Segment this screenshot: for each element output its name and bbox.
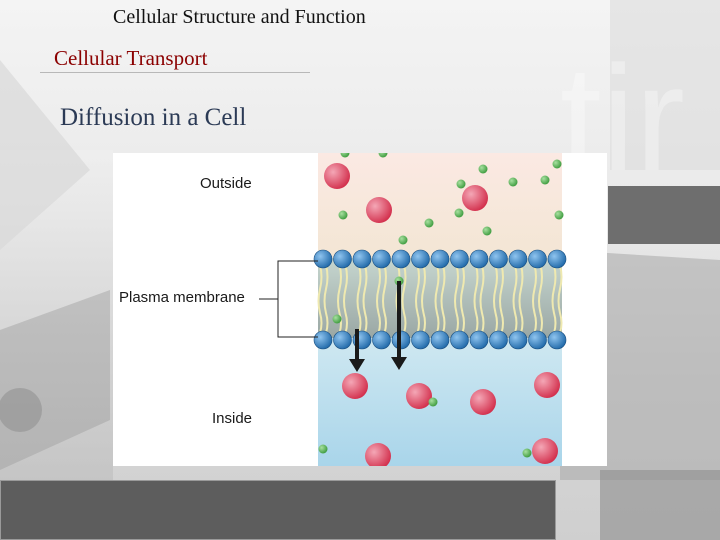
outside-label: Outside	[200, 175, 252, 192]
phospholipid-tail	[434, 264, 440, 334]
phospholipid-head-bottom	[450, 330, 469, 350]
small-molecule	[332, 314, 342, 324]
phospholipid-tail	[337, 264, 342, 334]
phospholipid-head-top	[333, 249, 352, 269]
phospholipid-head-top	[352, 249, 372, 269]
phospholipid-head-bottom	[411, 330, 430, 350]
diffusion-figure: Outside Plasma membrane Inside	[113, 153, 607, 466]
small-molecule	[554, 210, 564, 220]
phospholipid-tail	[479, 264, 485, 334]
phospholipid-head-bottom	[313, 330, 333, 350]
small-molecule	[428, 397, 438, 407]
phospholipid-tail	[382, 264, 387, 334]
small-molecule	[454, 208, 464, 218]
phospholipid-head-top	[411, 249, 430, 269]
section-title: Cellular Transport	[54, 46, 208, 70]
phospholipid-head-top	[547, 249, 567, 269]
phospholipid-tail	[415, 264, 420, 334]
phospholipid-head-bottom	[333, 330, 352, 350]
phospholipid-head-bottom	[528, 330, 547, 350]
phospholipid-tail	[323, 264, 329, 334]
phospholipid-head-bottom	[372, 330, 391, 350]
small-molecule	[482, 226, 492, 236]
phospholipid-tail	[512, 264, 518, 334]
phospholipid-heads	[313, 249, 567, 350]
outside-fluid	[318, 153, 562, 258]
small-molecule	[456, 179, 466, 189]
phospholipid-tail	[538, 264, 543, 334]
phospholipid-tails	[317, 264, 563, 334]
small-molecule	[478, 164, 488, 174]
small-molecule	[508, 177, 518, 187]
phospholipid-tail	[460, 264, 465, 334]
phospholipid-head-top	[430, 249, 450, 269]
small-molecule	[522, 448, 532, 458]
phospholipid-tail	[493, 264, 498, 334]
large-molecule	[366, 197, 392, 223]
phospholipid-head-top	[469, 249, 489, 269]
large-molecule	[324, 163, 350, 189]
phospholipid-head-bottom	[508, 330, 528, 350]
diffusion-arrowhead-right	[391, 357, 407, 370]
phospholipid-tail	[473, 264, 479, 334]
phospholipid-tail	[440, 264, 446, 334]
phospholipid-tail	[421, 264, 426, 334]
small-molecule	[424, 218, 434, 228]
phospholipid-head-top	[528, 249, 547, 269]
plasma-membrane-label: Plasma membrane	[119, 289, 245, 306]
membrane-core	[318, 258, 562, 338]
side-decoration-box	[608, 186, 720, 244]
small-molecule	[338, 210, 348, 220]
phospholipid-head-bottom	[489, 330, 508, 350]
phospholipid-tail	[362, 264, 368, 334]
inside-fluid	[318, 338, 562, 466]
phospholipid-head-bottom	[430, 330, 450, 350]
phospholipid-tail	[518, 264, 524, 334]
diffusion-arrows	[349, 281, 407, 372]
phospholipid-head-top	[313, 249, 333, 269]
phospholipid-head-bottom	[547, 330, 567, 350]
phospholipid-head-top	[391, 249, 411, 269]
small-molecule	[340, 153, 350, 158]
bottom-decoration-bar	[0, 480, 556, 540]
phospholipid-head-top	[372, 249, 391, 269]
inside-label: Inside	[212, 410, 253, 427]
phospholipid-tail	[532, 264, 537, 334]
membrane-bracket	[259, 260, 318, 338]
large-molecule	[462, 185, 488, 211]
large-molecule	[534, 372, 560, 398]
phospholipid-tail	[499, 264, 504, 334]
small-molecule	[378, 153, 388, 158]
phospholipid-tail	[356, 264, 362, 334]
phospholipid-head-bottom	[469, 330, 489, 350]
large-molecule	[470, 389, 496, 415]
phospholipid-head-top	[450, 249, 469, 269]
section-divider	[40, 72, 310, 73]
small-molecule	[318, 444, 328, 454]
phospholipid-tail	[454, 264, 459, 334]
small-molecule	[540, 175, 550, 185]
small-molecule	[552, 159, 562, 169]
large-molecule	[365, 443, 391, 466]
header-title: Cellular Structure and Function	[113, 6, 366, 28]
phospholipid-head-top	[508, 249, 528, 269]
phospholipid-tail	[376, 264, 381, 334]
large-molecule	[532, 438, 558, 464]
diffusion-illustration	[259, 153, 567, 466]
phospholipid-tail	[317, 264, 323, 334]
phospholipid-tail	[401, 264, 407, 334]
molecules	[318, 153, 564, 466]
large-molecule	[406, 383, 432, 409]
phospholipid-head-top	[489, 249, 508, 269]
large-molecule	[342, 373, 368, 399]
diffusion-arrowhead-left	[349, 359, 365, 372]
small-molecule	[398, 235, 408, 245]
slide-title: Diffusion in a Cell	[60, 104, 247, 131]
phospholipid-tail	[343, 264, 348, 334]
phospholipid-tail	[551, 264, 557, 334]
phospholipid-tail	[557, 264, 563, 334]
